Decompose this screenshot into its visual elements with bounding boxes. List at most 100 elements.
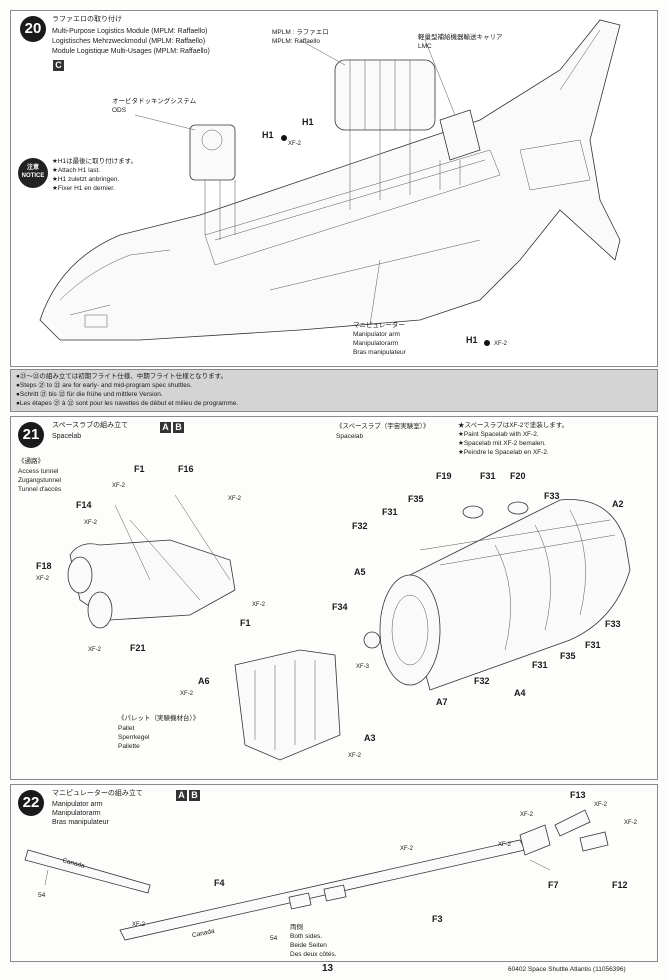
tunnel-label-ja: 《通路》 (18, 458, 44, 465)
paint-xf2: XF-2 (400, 846, 414, 852)
pallet-label-ja: 《パレット（実験機材台）》 (118, 715, 200, 722)
paint-xf2: XF-2 (498, 842, 512, 848)
part-a6: A6 (198, 676, 210, 686)
decal-number-top: 54 (38, 892, 46, 899)
step-20-version-box: C (53, 60, 66, 71)
spacelab-paint-ja: ★スペースラブはXF-2で塗装します。 (458, 422, 569, 429)
note-ja: ●㉑～㉒の組み立ては初期フライト仕様、中期フライト仕様となります。 (16, 373, 227, 380)
manipulator-drawing (24, 809, 609, 941)
manip-label-de: Manipulatorarm (353, 340, 399, 347)
mplm-label-ja: MPLM : ラファエロ (272, 29, 329, 36)
part-a3: A3 (364, 733, 376, 743)
paint-xf2: XF-2 (520, 812, 534, 818)
paint-xf2-b: XF-2 (494, 341, 508, 347)
shuttle-drawing (39, 19, 621, 341)
part-f3: F3 (432, 914, 443, 924)
tunnel-label-fr: Tunnel d'accès (18, 486, 62, 493)
step-22-panel (10, 784, 658, 962)
tunnel-label-en: Access tunnel (18, 468, 59, 475)
paint-xf2: XF-2 (348, 753, 362, 759)
lmc-label-en: LMC (418, 43, 432, 50)
note-en: ●Steps ㉑ to ㉒ are for early- and mid-pro… (16, 382, 192, 389)
pallet-label-en: Pallet (118, 725, 135, 732)
tunnel-label-de: Zugangstunnel (18, 477, 62, 484)
part-a4: A4 (514, 688, 526, 698)
step-20-title-ja: ラファエロの取り付け (52, 16, 122, 23)
both-sides-de: Beide Seiten (290, 942, 327, 949)
part-f31-b: F31 (382, 507, 398, 517)
part-f33-b: F33 (605, 619, 621, 629)
part-f16: F16 (178, 464, 194, 474)
part-f1-top: F1 (134, 464, 145, 474)
step-20-title-fr: Module Logistique Multi-Usages (MPLM: Ra… (52, 48, 210, 55)
ods-label-en: ODS (112, 107, 127, 114)
step-22-title-en: Manipulator arm (52, 801, 103, 808)
paint-xf2: XF-2 (84, 520, 98, 526)
paint-xf2: XF-2 (180, 691, 194, 697)
part-f35-a: F35 (408, 494, 424, 504)
step-22-title-de: Manipulatorarm (52, 810, 101, 817)
caution-fr: ★Fixer H1 en dernier. (52, 185, 115, 192)
paint-xf2: XF-2 (132, 922, 146, 928)
step-21-panel (10, 416, 658, 780)
part-f4: F4 (214, 878, 225, 888)
part-f31-d: F31 (532, 660, 548, 670)
step-20-title-en: Multi-Purpose Logistics Module (MPLM: Ra… (52, 28, 208, 35)
part-f35-b: F35 (560, 651, 576, 661)
note-fr: ●Les étapes ㉑ à ㉒ sont pour les navettes… (16, 400, 239, 407)
paint-xf2: XF-2 (594, 802, 608, 808)
paint-xf3: XF-3 (356, 664, 370, 670)
part-a2: A2 (612, 499, 624, 509)
program-notes-bar (10, 369, 658, 412)
step-21-number: 21 (18, 422, 44, 448)
pallet-label-fr: Pallette (118, 743, 140, 750)
part-h1-bottom: H1 (466, 335, 478, 345)
page-number: 13 (322, 963, 334, 974)
step-20-title-de: Logistisches Mehrzweckmodul (MPLM: Raffa… (52, 38, 206, 45)
step-22-title-ja: マニピュレーターの組み立て (52, 790, 143, 797)
caution-ja: ★H1は最後に取り付けます。 (52, 158, 137, 165)
part-f33-a: F33 (544, 491, 560, 501)
step-21-title-ja: スペースラブの組み立て (52, 422, 129, 429)
manip-label-fr: Bras manipulateur (353, 349, 406, 356)
both-sides-fr: Des deux côtés. (290, 951, 337, 958)
part-f1-bottom: F1 (240, 618, 251, 628)
lmc-label-ja: 軽量型補給機器輸送キャリア (418, 34, 503, 41)
part-f13: F13 (570, 790, 586, 800)
part-f14: F14 (76, 500, 92, 510)
part-f19: F19 (436, 471, 452, 481)
caution-de: ★H1 zuletzt anbringen. (52, 176, 120, 183)
part-h1-top: H1 (302, 117, 314, 127)
part-f21: F21 (130, 643, 146, 653)
manip-label-ja: マニピュレーター (353, 322, 405, 329)
part-f20: F20 (510, 471, 526, 481)
caution-badge: 注意 NOTICE (18, 158, 48, 188)
both-sides-ja: 両側 (290, 924, 303, 931)
part-f34: F34 (332, 602, 348, 612)
part-f31-a: F31 (480, 471, 496, 481)
ods-label-ja: オービタドッキングシステム (112, 98, 197, 105)
part-f31-c: F31 (585, 640, 601, 650)
paint-xf2: XF-2 (36, 576, 50, 582)
note-de: ●Schritt ㉑ bis ㉒ für die frühe und mittl… (16, 391, 163, 398)
decal-number-bottom: 54 (270, 935, 278, 942)
paint-xf2: XF-2 (624, 820, 638, 826)
pallet-label-de: Sperrkegel (118, 734, 150, 741)
mplm-label-en: MPLM: Raffaello (272, 38, 320, 45)
spacelab-label-en: Spacelab (336, 433, 364, 440)
step-21-title-en: Spacelab (52, 433, 82, 440)
part-f7: F7 (548, 880, 559, 890)
paint-xf2-a: XF-2 (288, 141, 302, 147)
step-22-number: 22 (18, 790, 44, 816)
step-20-number: 20 (20, 16, 46, 42)
part-f18: F18 (36, 561, 52, 571)
paint-xf2: XF-2 (112, 483, 126, 489)
spacelab-drawing (67, 494, 631, 761)
paint-xf2: XF-2 (228, 496, 242, 502)
step-22-title-fr: Bras manipulateur (52, 819, 109, 826)
spacelab-paint-de: ★Spacelab mit XF-2 bemalen. (458, 440, 546, 447)
